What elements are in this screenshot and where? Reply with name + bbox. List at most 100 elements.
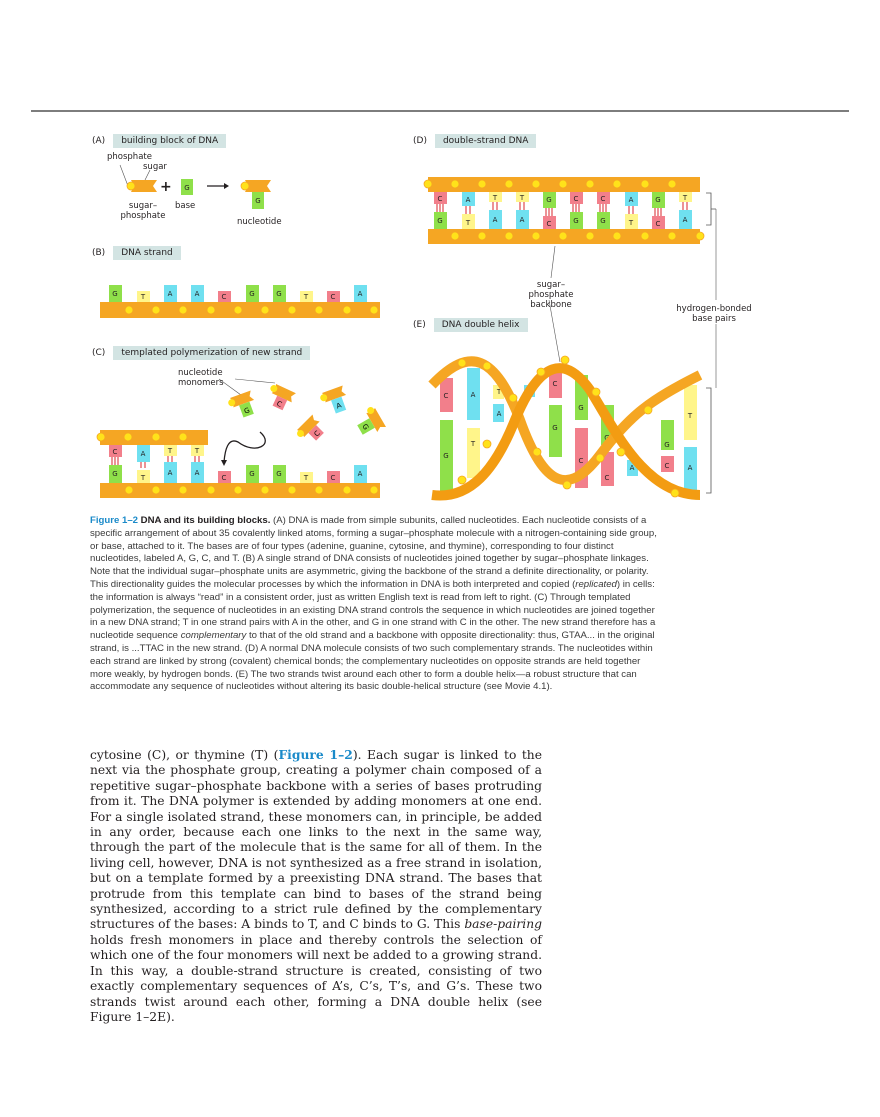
svg-text:A: A bbox=[168, 469, 173, 477]
svg-text:+: + bbox=[160, 179, 172, 195]
arrow-icon bbox=[207, 183, 229, 189]
svg-text:G: G bbox=[664, 441, 669, 449]
svg-text:G: G bbox=[552, 424, 557, 432]
svg-text:T: T bbox=[628, 219, 634, 227]
svg-text:A: A bbox=[466, 196, 471, 204]
monomers-line2: monomers bbox=[178, 378, 224, 388]
panel-a-label: (A) building block of DNA bbox=[92, 134, 227, 148]
svg-text:A: A bbox=[168, 290, 173, 298]
svg-text:T: T bbox=[492, 194, 498, 202]
svg-text:C: C bbox=[601, 195, 606, 203]
body-italic: base-pairing bbox=[464, 917, 542, 932]
svg-text:G: G bbox=[243, 406, 251, 415]
svg-text:G: G bbox=[255, 197, 260, 205]
nucleotide-monomers-label: nucleotide monomers bbox=[178, 368, 224, 388]
figure-number: Figure 1–2 bbox=[90, 515, 138, 526]
svg-text:C: C bbox=[656, 220, 661, 228]
panel-a-letter: (A) bbox=[92, 136, 106, 146]
double-strand-d: C A T T G C C A G T bbox=[423, 177, 716, 244]
dna-template-c: C A T T G T A A C G G T C A G C A C bbox=[96, 378, 386, 498]
backbone-line2: backbone bbox=[530, 300, 572, 310]
header-rule bbox=[31, 110, 849, 112]
svg-text:A: A bbox=[335, 401, 342, 410]
svg-text:G: G bbox=[443, 452, 448, 460]
panel-e-title: DNA double helix bbox=[433, 318, 528, 332]
body-text-1: cytosine (C), or thymine (T) ( bbox=[90, 748, 279, 762]
panel-d-title: double-strand DNA bbox=[434, 134, 537, 148]
svg-text:T: T bbox=[303, 293, 309, 301]
svg-text:C: C bbox=[331, 293, 336, 301]
sugar-phosphate-label: sugar– phosphate bbox=[118, 201, 168, 221]
svg-text:T: T bbox=[465, 219, 471, 227]
svg-text:C: C bbox=[579, 457, 584, 465]
panel-c-title: templated polymerization of new strand bbox=[113, 346, 311, 360]
svg-text:G: G bbox=[360, 423, 370, 432]
svg-text:T: T bbox=[470, 440, 476, 448]
svg-text:G: G bbox=[276, 290, 281, 298]
dna-strand-b: G T A A C G G T C A bbox=[100, 285, 380, 318]
caption-text-1: (A) DNA is made from simple subunits, ca… bbox=[90, 515, 657, 590]
svg-text:T: T bbox=[687, 412, 693, 420]
svg-text:T: T bbox=[140, 293, 146, 301]
panel-b-letter: (B) bbox=[92, 248, 106, 258]
svg-text:C: C bbox=[574, 195, 579, 203]
svg-text:C: C bbox=[313, 429, 322, 438]
svg-text:T: T bbox=[519, 194, 525, 202]
hbond-line1: hydrogen-bonded bbox=[676, 304, 752, 314]
body-text-3: holds fresh monomers in place and thereb… bbox=[90, 932, 542, 1024]
body-text-2: ). Each sugar is linked to the next via … bbox=[90, 748, 542, 932]
svg-text:A: A bbox=[629, 196, 634, 204]
svg-text:C: C bbox=[665, 462, 670, 470]
panel-c-label: (C) templated polymerization of new stra… bbox=[92, 346, 311, 360]
panel-e-letter: (E) bbox=[413, 320, 426, 330]
svg-text:C: C bbox=[222, 474, 227, 482]
panel-d-letter: (D) bbox=[413, 136, 427, 146]
svg-text:A: A bbox=[630, 464, 635, 472]
hbond-line2: base pairs bbox=[692, 314, 736, 324]
figure-1-2: (A) building block of DNA (B) DNA strand… bbox=[0, 0, 880, 510]
panel-e-label: (E) DNA double helix bbox=[413, 318, 528, 332]
svg-text:G: G bbox=[437, 217, 442, 225]
caption-italic-1: replicated bbox=[575, 578, 617, 590]
panel-d-label: (D) double-strand DNA bbox=[413, 134, 537, 148]
monomers-line1: nucleotide bbox=[178, 368, 223, 378]
svg-text:C: C bbox=[275, 400, 283, 409]
hbond-label: hydrogen-bonded base pairs bbox=[675, 304, 753, 324]
panel-b-label: (B) DNA strand bbox=[92, 246, 181, 260]
svg-text:T: T bbox=[496, 388, 502, 396]
svg-text:A: A bbox=[683, 216, 688, 224]
svg-text:A: A bbox=[358, 470, 363, 478]
nucleotide-icon: G bbox=[240, 180, 271, 209]
svg-text:C: C bbox=[438, 195, 443, 203]
svg-text:G: G bbox=[112, 470, 117, 478]
svg-text:C: C bbox=[113, 448, 118, 456]
svg-text:A: A bbox=[688, 464, 693, 472]
phosphate-label: phosphate bbox=[107, 152, 152, 162]
svg-text:G: G bbox=[184, 184, 189, 192]
panel-b-title: DNA strand bbox=[113, 246, 181, 260]
backbone-line1: sugar–phosphate bbox=[528, 280, 574, 300]
svg-text:G: G bbox=[249, 470, 254, 478]
svg-text:C: C bbox=[605, 474, 610, 482]
svg-text:T: T bbox=[140, 474, 146, 482]
svg-text:G: G bbox=[249, 290, 254, 298]
svg-text:A: A bbox=[141, 450, 146, 458]
figure-caption: Figure 1–2 DNA and its building blocks. … bbox=[90, 515, 662, 694]
figure-reference-link[interactable]: Figure 1–2 bbox=[278, 747, 353, 762]
panel-c-letter: (C) bbox=[92, 348, 106, 358]
svg-text:A: A bbox=[195, 290, 200, 298]
svg-text:G: G bbox=[276, 470, 281, 478]
svg-text:C: C bbox=[222, 293, 227, 301]
svg-text:G: G bbox=[112, 290, 117, 298]
sugar-phosphate-icon bbox=[119, 164, 157, 192]
svg-text:C: C bbox=[331, 474, 336, 482]
svg-text:G: G bbox=[546, 196, 551, 204]
svg-text:C: C bbox=[547, 220, 552, 228]
double-helix-e: C G A T T A A C G G C G C A G C T A bbox=[428, 355, 712, 501]
backbone-label: sugar–phosphate backbone bbox=[516, 280, 586, 310]
base-g-icon: G bbox=[181, 179, 193, 195]
svg-text:T: T bbox=[167, 447, 173, 455]
svg-text:T: T bbox=[303, 474, 309, 482]
svg-text:A: A bbox=[358, 290, 363, 298]
svg-text:A: A bbox=[520, 216, 525, 224]
